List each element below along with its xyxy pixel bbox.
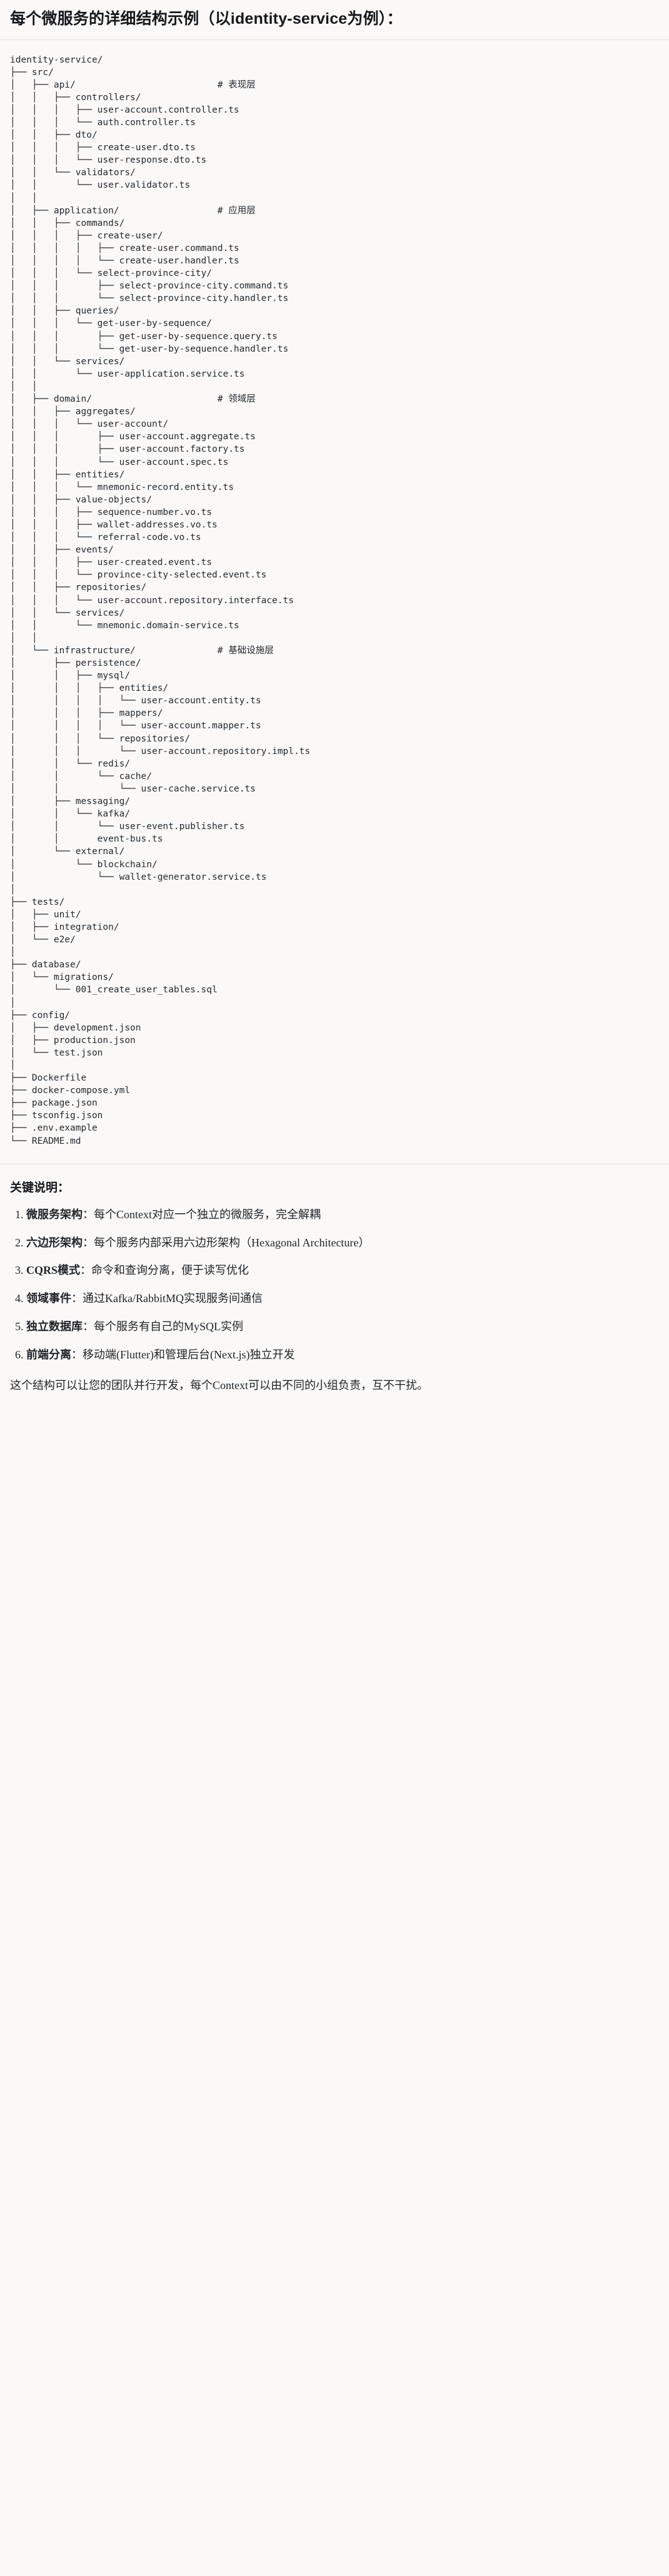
page-title: 每个微服务的详细结构示例（以identity-service为例）： [0, 0, 669, 40]
key-note-term: 六边形架构 [26, 1236, 83, 1249]
key-note-description: 通过Kafka/RabbitMQ实现服务间通信 [83, 1292, 263, 1305]
closing-paragraph: 这个结构可以让您的团队并行开发，每个Context可以由不同的小组负责，互不干扰… [10, 1379, 428, 1392]
key-note-separator: ： [80, 1264, 92, 1277]
key-note-item: 微服务架构：每个Context对应一个独立的微服务，完全解耦 [26, 1206, 659, 1224]
key-notes-heading: 关键说明： [10, 1181, 70, 1194]
key-note-item: 六边形架构：每个服务内部采用六边形架构（Hexagonal Architectu… [26, 1235, 659, 1252]
key-note-separator: ： [83, 1208, 94, 1221]
key-note-term: 领域事件 [26, 1292, 71, 1305]
key-note-description: 命令和查询分离，便于读写优化 [91, 1264, 249, 1277]
directory-tree-block: identity-service/ ├── src/ │ ├── api/ # … [0, 39, 669, 1164]
key-note-description: 每个服务内部采用六边形架构（Hexagonal Architecture） [94, 1236, 370, 1249]
key-note-item: 前端分离：移动端(Flutter)和管理后台(Next.js)独立开发 [26, 1347, 659, 1364]
key-note-separator: ： [83, 1236, 94, 1249]
key-note-item: 独立数据库：每个服务有自己的MySQL实例 [26, 1318, 659, 1336]
key-note-term: 独立数据库 [26, 1320, 83, 1333]
key-note-separator: ： [71, 1292, 83, 1305]
key-note-description: 每个服务有自己的MySQL实例 [94, 1320, 244, 1333]
page-root: 每个微服务的详细结构示例（以identity-service为例）： ident… [0, 0, 669, 1408]
key-note-item: 领域事件：通过Kafka/RabbitMQ实现服务间通信 [26, 1290, 659, 1308]
key-notes-list: 微服务架构：每个Context对应一个独立的微服务，完全解耦六边形架构：每个服务… [10, 1206, 659, 1364]
key-note-separator: ： [83, 1320, 94, 1333]
key-notes-section: 关键说明： 微服务架构：每个Context对应一个独立的微服务，完全解耦六边形架… [0, 1164, 669, 1408]
key-note-item: CQRS模式：命令和查询分离，便于读写优化 [26, 1262, 659, 1280]
key-note-separator: ： [71, 1348, 83, 1362]
key-note-term: 微服务架构 [26, 1208, 83, 1221]
key-note-term: CQRS模式 [26, 1264, 81, 1277]
key-note-description: 每个Context对应一个独立的微服务，完全解耦 [94, 1208, 321, 1221]
key-note-description: 移动端(Flutter)和管理后台(Next.js)独立开发 [83, 1348, 295, 1362]
key-note-term: 前端分离 [26, 1348, 71, 1362]
